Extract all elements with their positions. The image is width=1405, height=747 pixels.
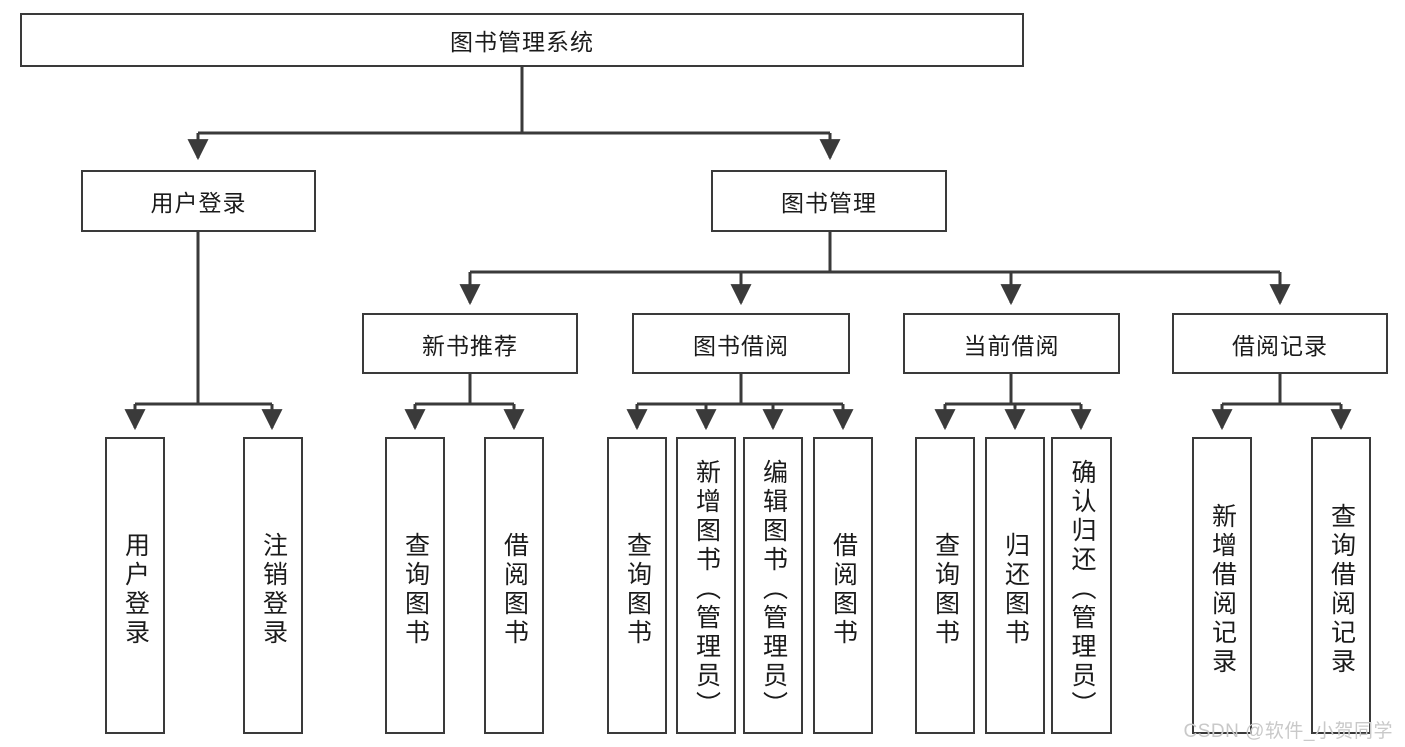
- node-label: 查询图书: [931, 531, 960, 648]
- node-label: 借阅图书: [500, 531, 529, 648]
- watermark: CSDN @软件_小贺同学: [1183, 721, 1393, 742]
- node-label: 用户登录: [150, 190, 247, 216]
- node-leaf-confirm-return[interactable]: 确认归还（管理员）: [1051, 437, 1112, 734]
- node-label: 图书借阅: [693, 332, 789, 359]
- node-leaf-borrow-book-1[interactable]: 借阅图书: [484, 437, 544, 734]
- node-leaf-query-book-3[interactable]: 查询图书: [915, 437, 975, 734]
- node-leaf-query-book-2[interactable]: 查询图书: [607, 437, 667, 734]
- node-label: 查询图书: [401, 531, 430, 648]
- node-leaf-add-record[interactable]: 新增借阅记录: [1192, 437, 1252, 734]
- node-new-book-recommend[interactable]: 新书推荐: [362, 313, 578, 374]
- node-label: 查询图书: [623, 531, 652, 648]
- node-leaf-user-login[interactable]: 用户登录: [105, 437, 165, 734]
- node-label: 归还图书: [1001, 531, 1030, 648]
- node-leaf-logout-login[interactable]: 注销登录: [243, 437, 303, 734]
- node-leaf-query-book-1[interactable]: 查询图书: [385, 437, 445, 734]
- node-label: 编辑图书（管理员）: [759, 459, 788, 720]
- node-leaf-add-book[interactable]: 新增图书（管理员）: [676, 437, 736, 734]
- node-leaf-borrow-book-2[interactable]: 借阅图书: [813, 437, 873, 734]
- node-root-system[interactable]: 图书管理系统: [20, 13, 1024, 67]
- node-label: 新书推荐: [422, 332, 518, 359]
- node-leaf-return-book[interactable]: 归还图书: [985, 437, 1045, 734]
- node-label: 注销登录: [259, 531, 288, 648]
- node-label: 图书管理: [781, 190, 877, 216]
- node-leaf-edit-book[interactable]: 编辑图书（管理员）: [743, 437, 803, 734]
- node-label: 借阅图书: [829, 531, 858, 648]
- node-label: 图书管理系统: [450, 29, 594, 55]
- node-label: 新增借阅记录: [1208, 502, 1237, 677]
- node-label: 用户登录: [121, 531, 150, 648]
- node-label: 新增图书（管理员）: [692, 459, 721, 720]
- node-book-management[interactable]: 图书管理: [711, 170, 947, 232]
- node-label: 当前借阅: [963, 332, 1060, 359]
- node-label: 借阅记录: [1232, 332, 1328, 359]
- node-label: 查询借阅记录: [1327, 502, 1356, 677]
- node-current-borrow[interactable]: 当前借阅: [903, 313, 1120, 374]
- node-borrow-record[interactable]: 借阅记录: [1172, 313, 1388, 374]
- node-book-borrow[interactable]: 图书借阅: [632, 313, 850, 374]
- node-leaf-query-record[interactable]: 查询借阅记录: [1311, 437, 1371, 734]
- node-label: 确认归还（管理员）: [1068, 459, 1096, 720]
- node-user-login[interactable]: 用户登录: [81, 170, 316, 232]
